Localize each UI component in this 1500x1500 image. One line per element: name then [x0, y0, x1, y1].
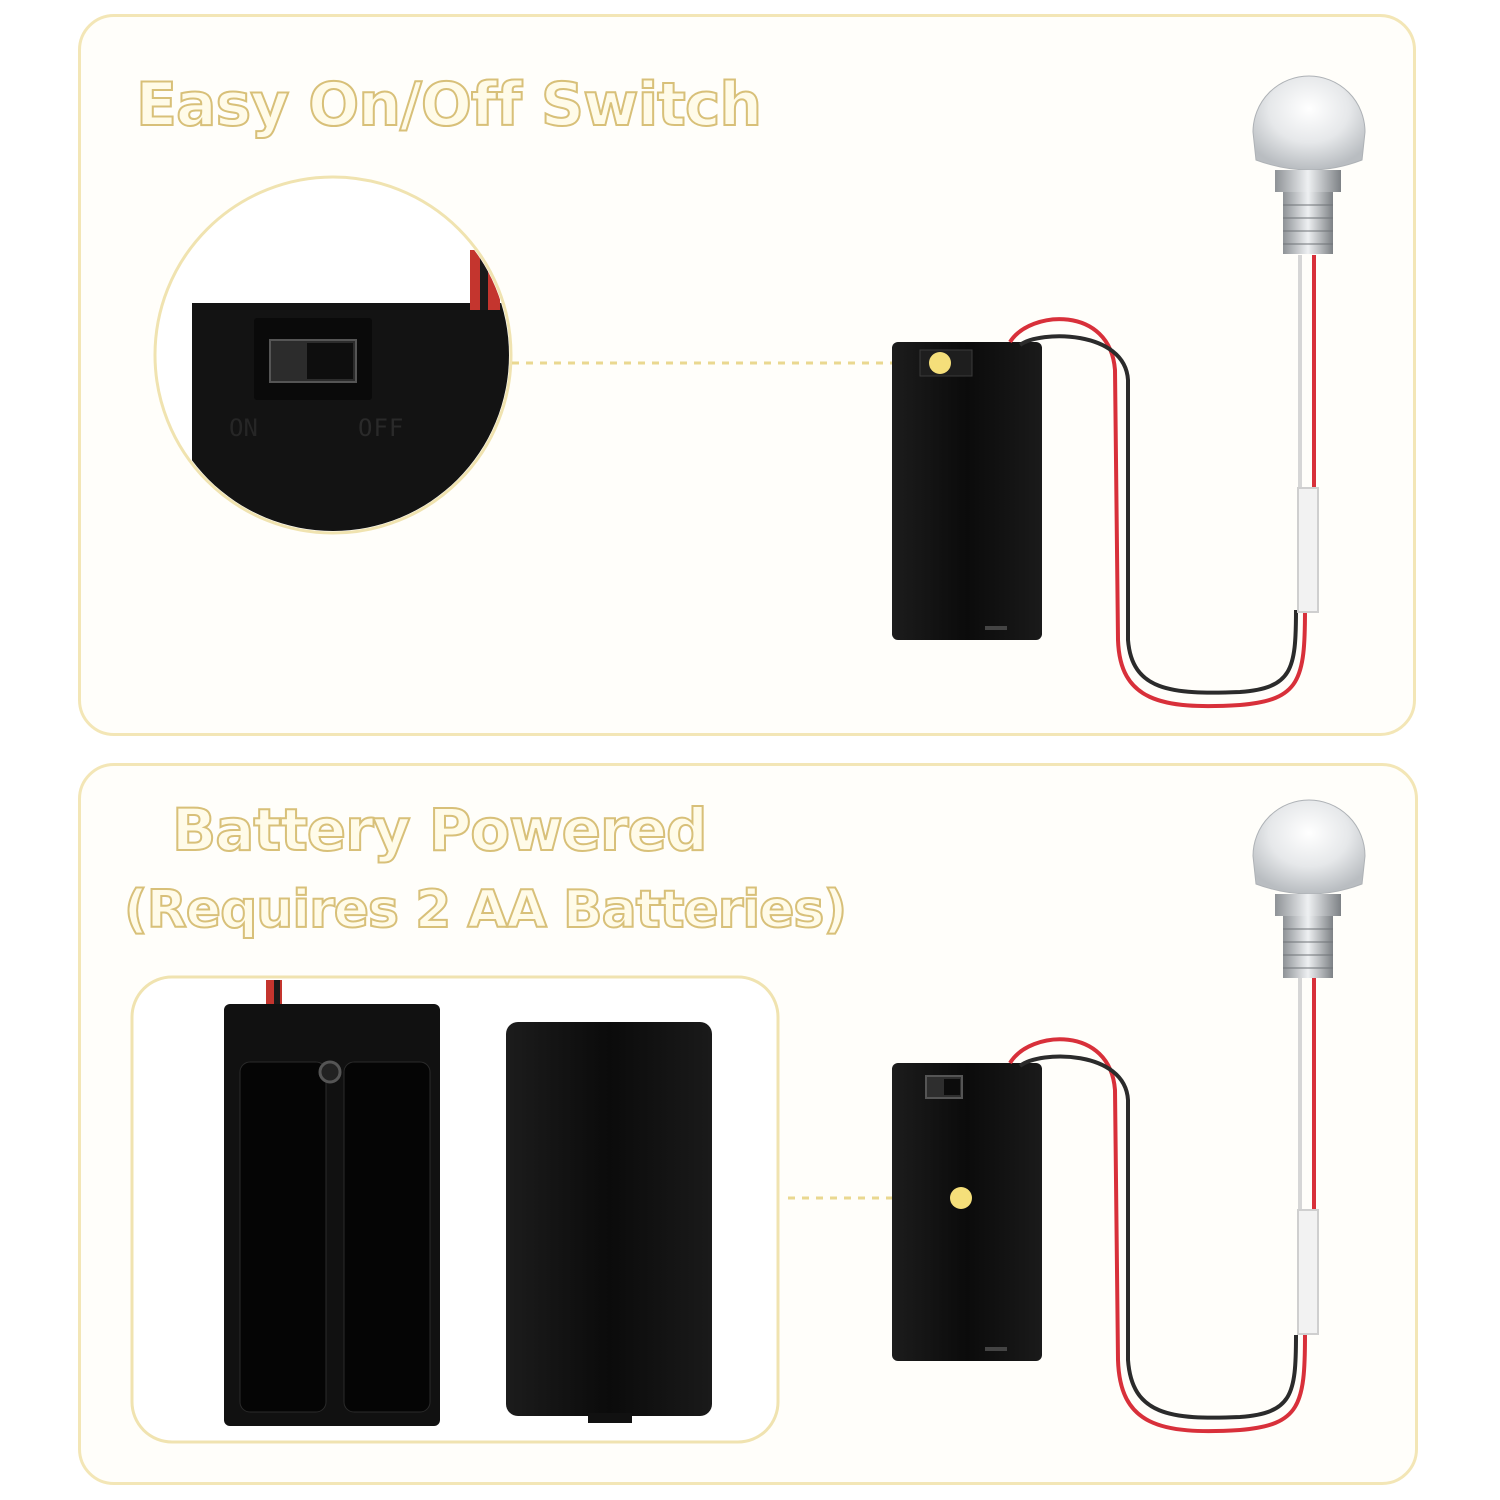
switch-on-label: ON [229, 414, 258, 442]
battery-subheading: (Requires 2 AA Batteries) [123, 879, 848, 941]
switch-zoom-circle [153, 175, 513, 535]
battery-box-bottom [892, 1063, 1042, 1361]
switch-off-label: OFF [358, 414, 405, 442]
wires-top [1008, 255, 1319, 709]
battery-highlight-dot [950, 1187, 972, 1209]
led-bulb-top [1252, 75, 1366, 254]
open-battery-holder [224, 980, 440, 1426]
switch-highlight-dot [929, 352, 951, 374]
battery-heading: Battery Powered [171, 795, 708, 865]
battery-cover [506, 1022, 712, 1423]
led-bulb-bottom [1252, 799, 1366, 978]
switch-heading: Easy On/Off Switch [135, 69, 763, 141]
battery-box-top [892, 342, 1042, 640]
wires-bottom [1008, 978, 1319, 1434]
